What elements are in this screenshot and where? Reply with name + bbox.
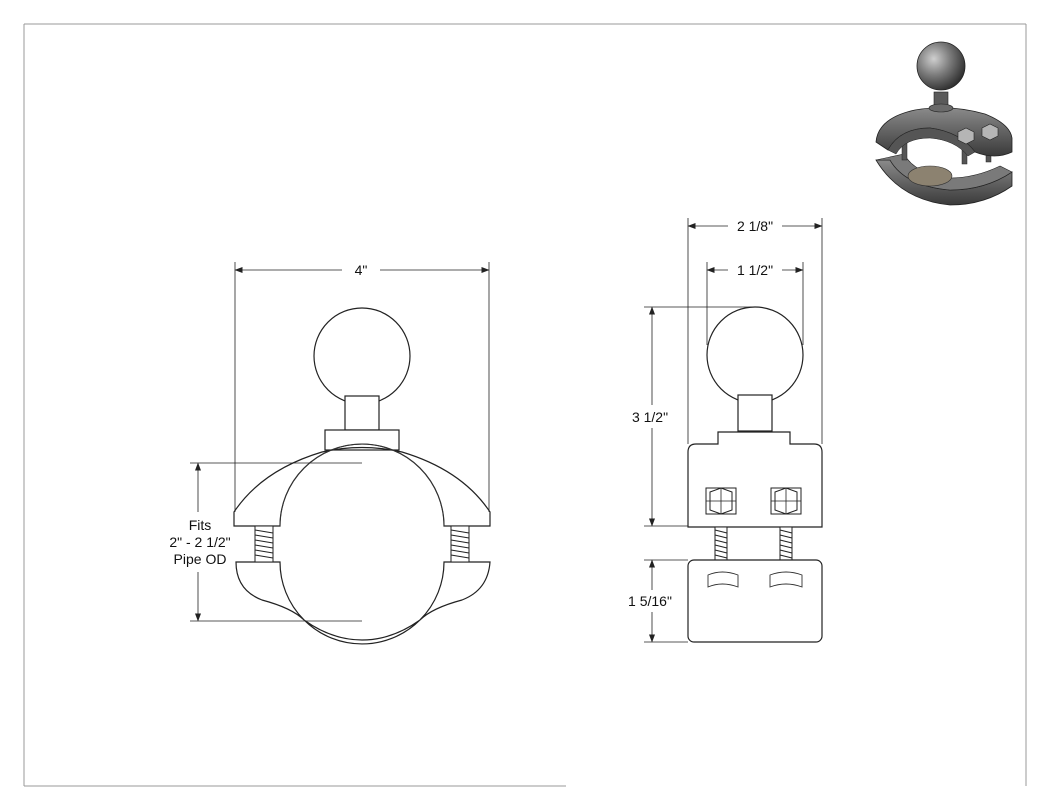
total-height-label: 3 1/2" <box>632 409 668 425</box>
side-lower-block <box>687 559 823 643</box>
side-view <box>687 306 823 643</box>
side-left-nut <box>705 487 737 515</box>
ball-width-label: 1 1/2" <box>737 262 773 278</box>
side-width-label: 2 1/8" <box>737 218 773 234</box>
side-right-bolt <box>779 526 793 561</box>
clamp-height-dimension: 1 5/16" <box>628 559 688 643</box>
total-height-dimension: 3 1/2" <box>632 306 755 527</box>
drawing-frame <box>23 23 1027 787</box>
front-view <box>233 307 491 645</box>
pipe-od-dimension: Fits 2" - 2 1/2" Pipe OD <box>169 462 362 622</box>
fits-label-line2: 2" - 2 1/2" <box>169 534 230 550</box>
side-width-dimension: 2 1/8" <box>687 218 823 444</box>
side-right-nut <box>770 487 802 515</box>
front-left-bolt <box>254 525 274 563</box>
front-base <box>324 429 400 451</box>
side-neck <box>737 394 773 432</box>
front-right-bolt <box>450 525 470 563</box>
side-left-bolt <box>714 526 728 561</box>
clamp-height-label: 1 5/16" <box>628 593 672 609</box>
front-lower-clamp <box>235 561 491 645</box>
front-ball <box>313 307 411 405</box>
front-upper-clamp <box>233 443 491 527</box>
fits-label-line1: Fits <box>189 517 212 533</box>
fits-label-line3: Pipe OD <box>174 551 227 567</box>
isometric-render <box>875 41 1013 206</box>
front-neck <box>344 395 380 431</box>
front-width-dimension: 4" <box>234 262 490 512</box>
ball-width-dimension: 1 1/2" <box>706 262 804 345</box>
front-width-label: 4" <box>355 262 368 278</box>
side-ball <box>706 306 804 404</box>
